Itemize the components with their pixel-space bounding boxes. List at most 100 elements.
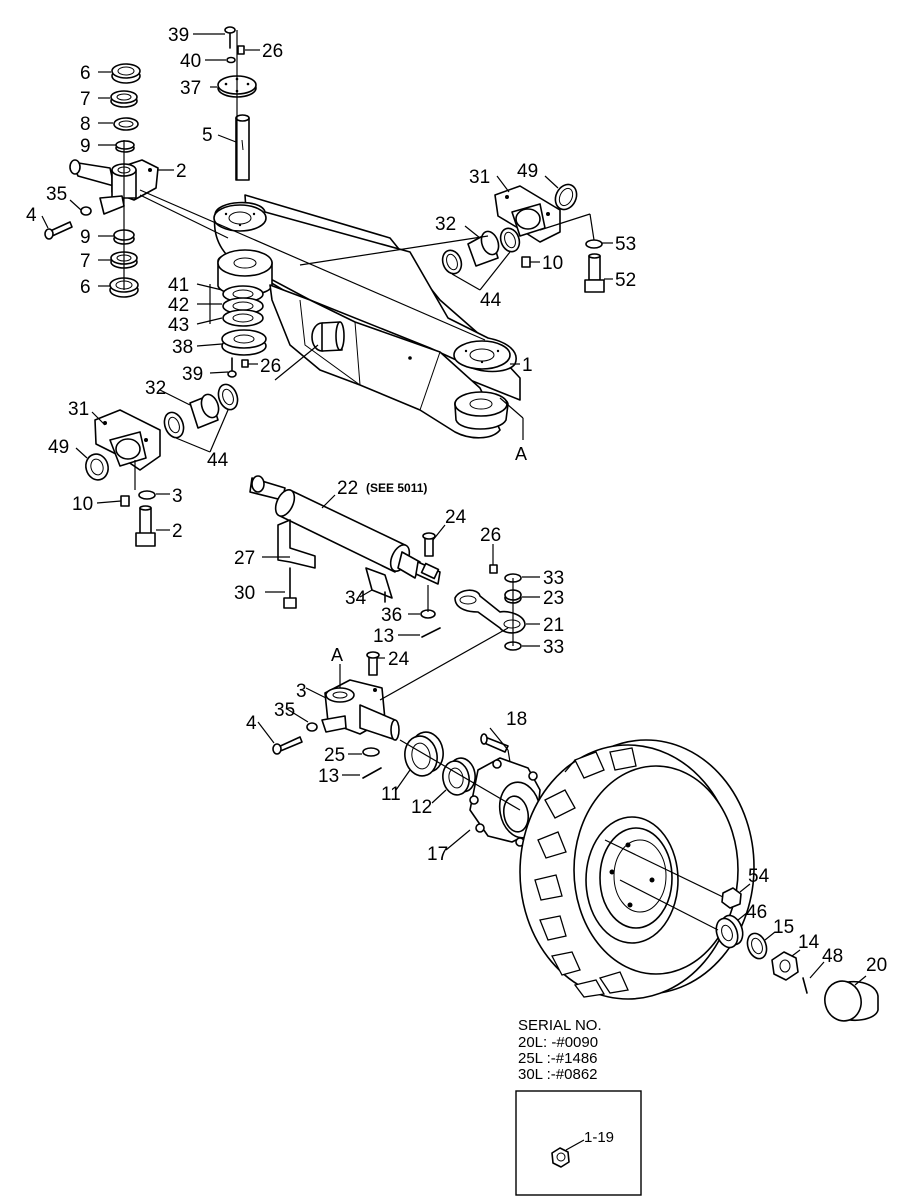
callout-34: 34 [345, 588, 367, 609]
callout-38: 38 [172, 337, 193, 358]
callout-39-top: 39 [168, 25, 189, 46]
callout-33-bottom: 33 [543, 637, 564, 658]
castle-nut-14 [771, 951, 799, 981]
washer-9-top [115, 140, 135, 153]
callout-7-bottom: 7 [80, 251, 91, 272]
bolt-30 [283, 567, 297, 609]
wheel-nut-54 [721, 887, 742, 909]
ring-49-right [554, 183, 578, 211]
callout-6-top: 6 [80, 63, 91, 84]
tire-tread [534, 747, 637, 998]
callout-3-right: 3 [296, 681, 307, 702]
grease-nipple-10-right [521, 256, 531, 268]
pin-24-upper [422, 532, 436, 557]
callout-31-right: 31 [469, 167, 490, 188]
callout-17: 17 [427, 844, 448, 865]
callout-41: 41 [168, 275, 189, 296]
callout-26-rod: 26 [480, 525, 501, 546]
callout-18: 18 [506, 709, 527, 730]
callout-1: 1 [522, 355, 533, 376]
serial-note-title: SERIAL NO. [518, 1017, 602, 1034]
bolt-2-left [135, 505, 156, 547]
callout-A-beam: A [515, 444, 527, 464]
hub-cap-20 [824, 980, 879, 1022]
callout-49-left: 49 [48, 437, 69, 458]
bearing-38 [221, 329, 267, 356]
callout-49-right: 49 [517, 161, 538, 182]
steering-knuckle-3 [321, 679, 400, 741]
callout-22-note: (SEE 5011) [366, 481, 427, 495]
ring-8 [113, 117, 139, 131]
callout-10-left: 10 [72, 494, 93, 515]
callout-12: 12 [411, 797, 432, 818]
pin-24-lower [366, 651, 380, 676]
callout-53: 53 [615, 234, 636, 255]
callout-A-knuckle: A [331, 645, 343, 665]
thrust-ring-44-right-b [499, 227, 521, 253]
callout-13-lower: 13 [318, 766, 339, 787]
steering-knuckle-2 [69, 159, 159, 215]
callout-32-left: 32 [145, 378, 166, 399]
callout-24-lower: 24 [388, 649, 410, 670]
stud-18 [480, 733, 509, 753]
serial-note-line-1: 20L: -#0090 [518, 1034, 598, 1051]
bolt-39-lower [227, 357, 237, 378]
cotter-13-upper [421, 627, 441, 638]
callout-2-top: 2 [176, 161, 187, 182]
mount-bracket-31-left [94, 409, 161, 471]
callout-48: 48 [822, 946, 843, 967]
bracket-34 [365, 567, 393, 603]
leader-lines [41, 30, 867, 986]
callout-9-top: 9 [80, 136, 91, 157]
callout-25: 25 [324, 745, 345, 766]
washer-35-right [306, 722, 318, 732]
callout-26-lower: 26 [260, 356, 281, 377]
cotter-pin-48 [802, 977, 808, 994]
callout-20: 20 [866, 955, 887, 976]
grease-nipple-26-lower [241, 359, 249, 368]
bearing-12 [442, 757, 476, 796]
axle-mount-left [85, 383, 239, 547]
callout-52: 52 [615, 270, 636, 291]
thrust-ring-44-left-a [163, 411, 185, 439]
callout-33-top: 33 [543, 568, 564, 589]
callout-14: 14 [798, 932, 820, 953]
callout-46: 46 [746, 902, 767, 923]
seal-6-top [111, 63, 141, 84]
cotter-13-lower [362, 767, 382, 779]
callout-15: 15 [773, 917, 794, 938]
callout-23: 23 [543, 588, 564, 609]
serial-note-line-2: 25L :-#1486 [518, 1050, 598, 1067]
bushing-32-right [467, 230, 500, 267]
callout-10-right: 10 [542, 253, 563, 274]
grease-nipple-26-rod [489, 564, 498, 574]
callout-31-left: 31 [68, 399, 89, 420]
callout-44-left: 44 [207, 450, 229, 471]
inset-nut-icon [551, 1147, 570, 1168]
callout-26-top: 26 [262, 41, 283, 62]
callout-37: 37 [180, 78, 201, 99]
oil-seal-11 [404, 731, 444, 777]
shim-43 [222, 309, 264, 327]
bushing-32-left [189, 393, 220, 429]
thrust-ring-44-right-a [441, 249, 463, 275]
bolt-39-top [224, 26, 236, 49]
tire-wheel-assembly [519, 739, 755, 1000]
callout-39-lower: 39 [182, 364, 203, 385]
callout-13-upper: 13 [373, 626, 394, 647]
callout-54: 54 [748, 866, 770, 887]
mount-bracket-31-right [494, 185, 561, 243]
left-knuckle-stack [44, 63, 159, 298]
serial-number-note: SERIAL NO. 20L: -#0090 25L :-#1486 30L :… [518, 1017, 602, 1083]
callout-3-left: 3 [172, 486, 183, 507]
callout-22: 22 [337, 478, 358, 499]
callout-40: 40 [180, 51, 201, 72]
lower-kingpin-stack-left [221, 285, 267, 378]
callout-35-left: 35 [46, 184, 67, 205]
callout-43: 43 [168, 315, 189, 336]
callout-27: 27 [234, 548, 255, 569]
axle-beam-1 [213, 194, 521, 439]
callout-8: 8 [80, 114, 91, 135]
callout-11: 11 [381, 784, 401, 805]
callout-9-bottom: 9 [80, 227, 91, 248]
